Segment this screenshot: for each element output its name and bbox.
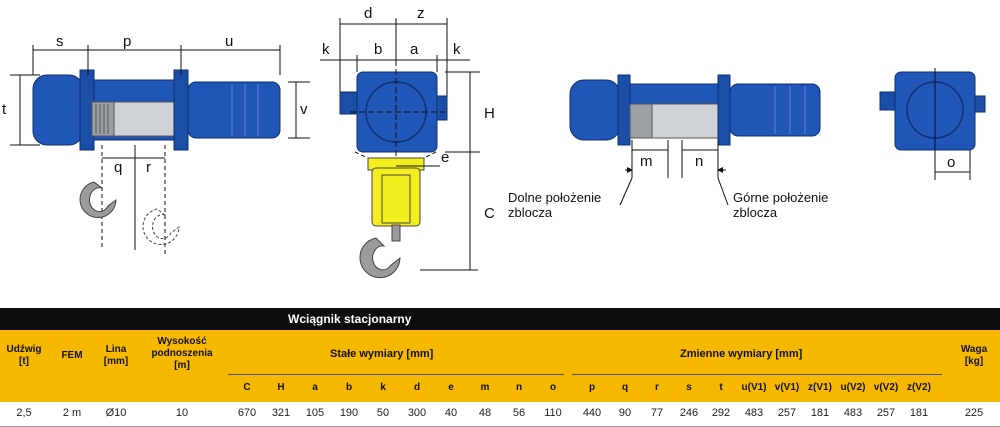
cell-v(V2): 257 xyxy=(876,407,896,419)
cell-n: 56 xyxy=(512,407,526,419)
dim-label-a: a xyxy=(410,41,419,58)
table-row: 2,5 2 m Ø10 10 670 321 105 190 50 300 40 48 56 11… xyxy=(0,402,1000,427)
dim-label-p: p xyxy=(123,33,131,50)
dim-label-e: e xyxy=(441,149,449,166)
dim-label-r: r xyxy=(146,159,151,176)
col-header-d: d xyxy=(413,382,421,393)
dim-label-u: u xyxy=(225,33,233,50)
note-lower-position-line2: zblocza xyxy=(508,205,553,220)
cell-m: 48 xyxy=(478,407,492,419)
dim-label-t: t xyxy=(2,101,7,118)
col-header-e: e xyxy=(448,382,454,393)
dim-label-z: z xyxy=(417,5,425,22)
hoist-technical-drawing: s p u t v q r d z k b a k xyxy=(2,5,986,279)
col-header-v(V2): v(V2) xyxy=(873,382,899,393)
dim-label-m: m xyxy=(640,153,653,170)
col-header-u(V2): u(V2) xyxy=(840,382,866,393)
cell-waga: 225 xyxy=(964,407,984,419)
cell-v(V1): 257 xyxy=(777,407,797,419)
cell-udzwig: 2,5 xyxy=(16,407,32,419)
table-title: Wciągnik stacjonarny xyxy=(0,308,1000,330)
note-upper-position-line2: zblocza xyxy=(733,205,778,220)
spec-table: Wciągnik stacjonarny Udźwig[t] FEM Lina[… xyxy=(0,308,1000,427)
note-upper-position-line1: Górne położenie xyxy=(733,190,828,205)
dim-label-s: s xyxy=(56,33,64,50)
side-view-right: m n Dolne położenie zblocza Górne położe… xyxy=(508,74,828,220)
cell-d: 300 xyxy=(407,407,427,419)
cell-a: 105 xyxy=(305,407,325,419)
dim-label-q: q xyxy=(114,159,122,176)
col-header-p: p xyxy=(588,382,596,393)
header-udzwig: Udźwig[t] xyxy=(6,344,42,367)
cell-u(V2): 483 xyxy=(843,407,863,419)
cell-e: 40 xyxy=(444,407,458,419)
dim-label-v: v xyxy=(300,101,308,118)
col-header-n: n xyxy=(515,382,523,393)
cell-wysokosc: 10 xyxy=(175,407,189,419)
cell-b: 190 xyxy=(339,407,359,419)
cell-H: 321 xyxy=(271,407,291,419)
cell-fem: 2 m xyxy=(62,407,82,419)
header-lina: Lina[mm] xyxy=(103,344,129,367)
cell-lina: Ø10 xyxy=(105,407,127,419)
col-header-z(V2): z(V2) xyxy=(907,382,931,393)
dim-label-b: b xyxy=(374,41,382,58)
col-header-o: o xyxy=(549,382,557,393)
cell-C: 670 xyxy=(237,407,257,419)
side-view-left: s p u t v q r xyxy=(2,33,310,255)
dim-label-n: n xyxy=(695,153,703,170)
header-waga: Waga[kg] xyxy=(960,344,988,367)
col-header-a: a xyxy=(312,382,318,393)
dim-label-d: d xyxy=(364,5,372,22)
col-header-u(V1): u(V1) xyxy=(741,382,767,393)
col-header-k: k xyxy=(380,382,386,393)
note-lower-position-line1: Dolne położenie xyxy=(508,190,601,205)
dim-label-k-left: k xyxy=(322,41,330,58)
cell-z(V2): 181 xyxy=(909,407,929,419)
col-header-v(V1): v(V1) xyxy=(774,382,800,393)
col-header-b: b xyxy=(345,382,353,393)
cell-u(V1): 483 xyxy=(744,407,764,419)
cell-k: 50 xyxy=(376,407,390,419)
cell-o: 110 xyxy=(544,407,562,419)
col-header-r: r xyxy=(655,382,659,393)
header-variable-dimensions: Zmienne wymiary [mm] xyxy=(680,348,803,360)
col-header-m: m xyxy=(480,382,490,393)
cell-r: 77 xyxy=(650,407,664,419)
col-header-H: H xyxy=(277,382,285,393)
col-header-z(V1): z(V1) xyxy=(808,382,832,393)
col-header-q: q xyxy=(621,382,629,393)
col-header-t: t xyxy=(719,382,723,393)
front-view: d z k b a k H e C xyxy=(320,5,495,279)
cell-p: 440 xyxy=(582,407,602,419)
cell-z(V1): 181 xyxy=(810,407,830,419)
cell-t: 292 xyxy=(711,407,731,419)
dim-label-o: o xyxy=(947,154,955,171)
col-header-C: C xyxy=(243,382,251,393)
header-fixed-dimensions: Stałe wymiary [mm] xyxy=(330,348,434,360)
cell-q: 90 xyxy=(618,407,632,419)
end-view: o xyxy=(879,68,986,180)
dim-label-k-right: k xyxy=(453,41,461,58)
cell-s: 246 xyxy=(679,407,699,419)
col-header-s: s xyxy=(686,382,692,393)
header-fem: FEM xyxy=(61,350,83,361)
dim-label-H: H xyxy=(484,105,495,122)
dim-label-C: C xyxy=(484,205,495,222)
